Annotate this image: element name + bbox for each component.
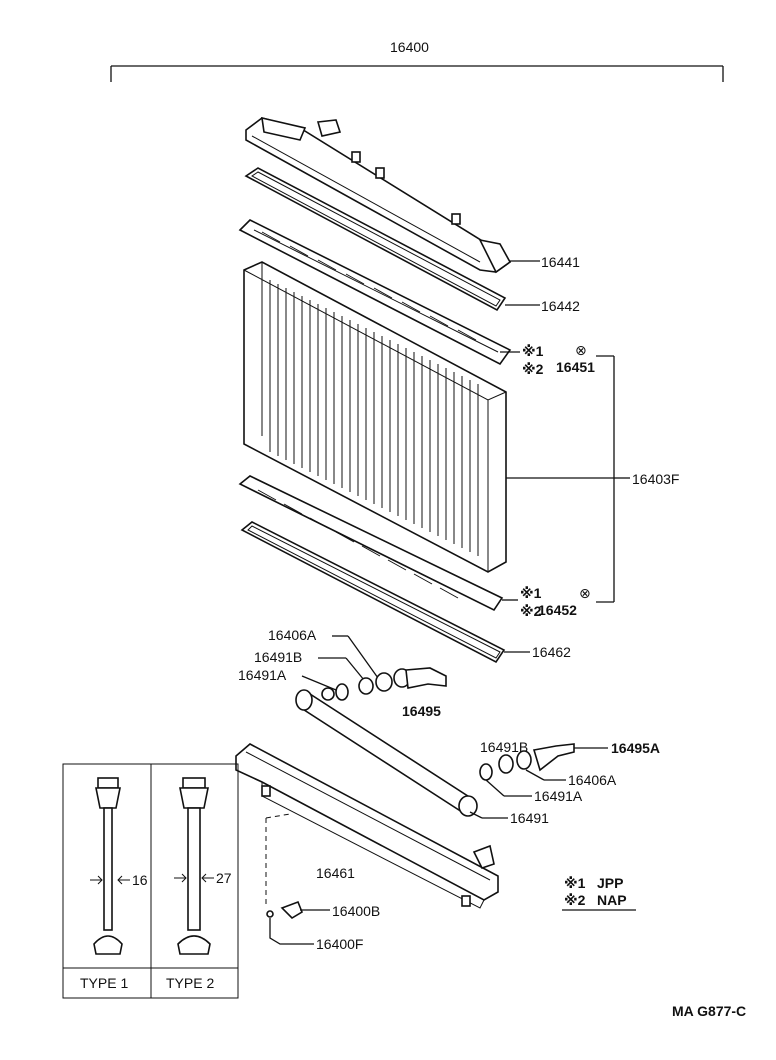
label-16491: 16491 <box>510 810 549 826</box>
upper-tank-drawing <box>245 116 512 274</box>
upper-gasket-drawing <box>244 167 507 312</box>
lower-gasket-drawing <box>240 521 506 664</box>
oil-cooler-drawing <box>295 689 478 817</box>
assembly-bracket <box>110 65 724 82</box>
label-16441: 16441 <box>541 254 580 270</box>
label-16491b-right: 16491B <box>480 739 528 755</box>
drain-parts-drawing <box>266 900 303 920</box>
upper-header-plate-drawing <box>238 219 512 366</box>
type-comparison-box <box>62 763 239 999</box>
legend-value-1: JPP <box>597 875 623 891</box>
type1-dimension: 16 <box>132 872 148 888</box>
assembly-number: 16400 <box>390 39 429 55</box>
type2-label: TYPE 2 <box>166 975 214 991</box>
note-2-upper: ※2 <box>522 361 544 377</box>
label-16451: 16451 <box>556 359 595 375</box>
note-2-lower: ※2 <box>520 603 542 619</box>
legend-mark-1: ※1 <box>564 875 586 891</box>
label-16403f: 16403F <box>632 471 679 487</box>
lower-tank-drawing <box>235 743 499 909</box>
lower-header-plate-drawing <box>238 475 504 612</box>
label-16495a: 16495A <box>611 740 660 756</box>
label-16495: 16495 <box>402 703 441 719</box>
label-16452: 16452 <box>538 602 577 618</box>
label-16406a-right: 16406A <box>568 772 617 788</box>
note-1-upper: ※1 <box>522 343 544 359</box>
label-16442: 16442 <box>541 298 580 314</box>
legend-value-2: NAP <box>597 892 627 908</box>
label-16461: 16461 <box>316 865 355 881</box>
type1-label: TYPE 1 <box>80 975 128 991</box>
core-bracket <box>596 355 630 603</box>
label-16491b-left: 16491B <box>254 649 302 665</box>
plug-lower-symbol: ⊗ <box>579 585 591 601</box>
label-16400b: 16400B <box>332 903 380 919</box>
label-16400f: 16400F <box>316 936 363 952</box>
right-fittings-drawing <box>479 743 575 781</box>
label-16491a-right: 16491A <box>534 788 583 804</box>
radiator-core-drawing <box>243 261 507 573</box>
note-1-lower: ※1 <box>520 585 542 601</box>
left-fittings-drawing <box>321 667 447 701</box>
figure-code: MA G877-C <box>672 1003 746 1019</box>
type2-dimension: 27 <box>216 870 232 886</box>
label-16406a-left: 16406A <box>268 627 317 643</box>
type2-hose-drawing <box>174 777 214 955</box>
legend-mark-2: ※2 <box>564 892 586 908</box>
label-16491a-left: 16491A <box>238 667 287 683</box>
type1-hose-drawing <box>90 777 130 955</box>
plug-upper-symbol: ⊗ <box>575 342 587 358</box>
label-16462: 16462 <box>532 644 571 660</box>
